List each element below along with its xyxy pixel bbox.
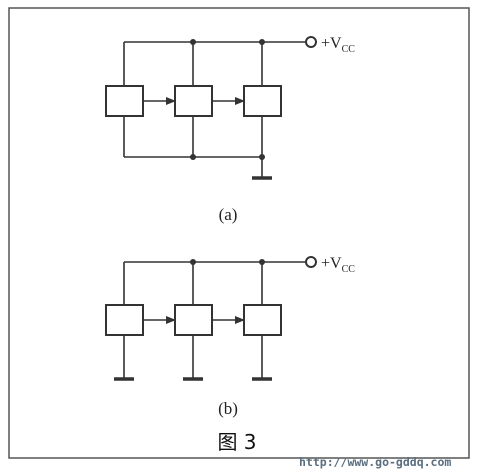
circuit-a-block-1 — [105, 85, 144, 117]
figure-frame — [8, 7, 470, 459]
circuit-a-block-2 — [174, 85, 213, 117]
circuit-b-supply-terminal — [305, 256, 317, 268]
circuit-b-block-3 — [243, 304, 282, 336]
circuit-a-caption: (a) — [219, 205, 238, 224]
circuit-b-supply-label: +VCC — [321, 255, 355, 275]
circuit-b-supply-label-main: +V — [321, 255, 342, 272]
circuit-b-block-1 — [105, 304, 144, 336]
circuit-b-caption: (b) — [218, 399, 238, 418]
circuit-a-supply-terminal — [305, 36, 317, 48]
circuit-b — [105, 261, 306, 381]
circuit-a-junction-top-2 — [190, 39, 196, 45]
circuit-a-junction-top-3 — [259, 39, 265, 45]
circuit-a-supply-label-main: +V — [321, 35, 342, 52]
circuit-b-block-2 — [174, 304, 213, 336]
circuit-a-junction-bottom-2 — [190, 154, 196, 160]
circuit-b-junction-top-2 — [190, 259, 196, 265]
circuit-b-supply-label-subscript: CC — [342, 264, 356, 275]
circuit-a-supply-label: +VCC — [321, 35, 355, 55]
watermark: http://www.go-gddq.com — [299, 455, 451, 469]
circuit-a-junction-bottom-3 — [259, 154, 265, 160]
figure-caption: 图 3 — [217, 430, 256, 454]
circuit-a-supply-label-subscript: CC — [342, 44, 356, 55]
circuit-b-junction-top-3 — [259, 259, 265, 265]
circuit-a-block-3 — [243, 85, 282, 117]
circuit-a — [105, 41, 306, 180]
